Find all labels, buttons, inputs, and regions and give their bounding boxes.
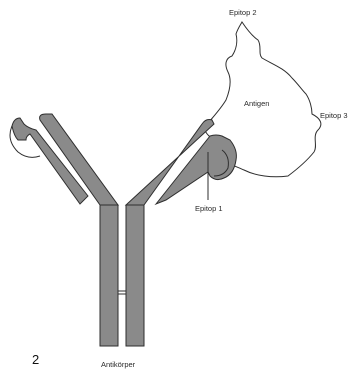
antikoerper-label: Antikörper	[101, 360, 136, 369]
epitop-2-label: Epitop 2	[229, 8, 257, 17]
epitop-1-label: Epitop 1	[195, 204, 223, 213]
antibody-heavy-chain-left-stem	[100, 205, 118, 346]
epitop-3-label: Epitop 3	[320, 111, 348, 120]
page-number: 2	[32, 352, 39, 367]
antibody-heavy-chain-right-stem	[126, 205, 144, 346]
antigen-label: Antigen	[244, 99, 269, 108]
